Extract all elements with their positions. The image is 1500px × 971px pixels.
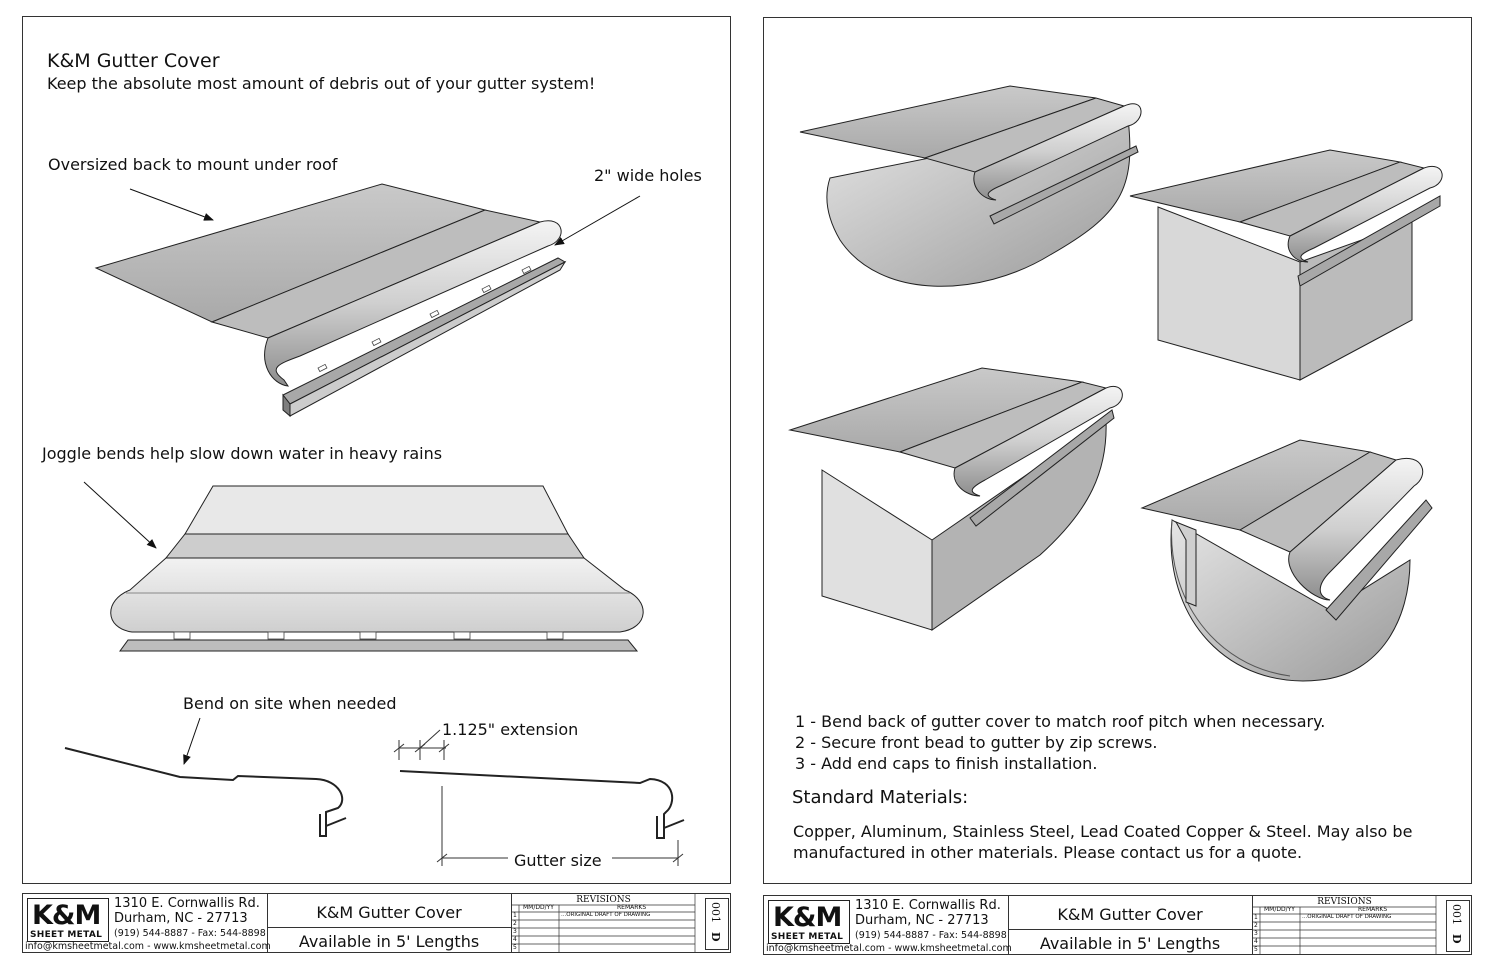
sheet-letter: D (1450, 934, 1463, 944)
revisions-table (511, 894, 696, 952)
company-address: 1310 E. Cornwallis Rd. Durham, NC - 2771… (114, 896, 266, 939)
sheet-number-box (1446, 900, 1470, 952)
revisions-col-remarks: REMARKS (617, 904, 647, 911)
materials-line-2: manufactured in other materials. Please … (793, 843, 1303, 862)
k-style-gutter-assembly (788, 367, 1123, 631)
sheet-number: 001 (709, 902, 722, 923)
gutter-cover-perspective (94, 183, 567, 418)
company-contact: info@kmsheetmetal.com - www.kmsheetmetal… (25, 941, 271, 952)
sheet-title: K&M Gutter Cover (47, 50, 220, 72)
drawing-subtitle: Available in 5' Lengths (1039, 934, 1221, 953)
title-block-right: K&M SHEET METAL 1310 E. Cornwallis Rd. D… (763, 895, 1472, 955)
company-logo: K&M SHEET METAL (27, 898, 109, 942)
install-step-1: 1 - Bend back of gutter cover to match r… (795, 712, 1326, 731)
sheet-subtitle: Keep the absolute most amount of debris … (47, 74, 596, 93)
sheet-letter: D (709, 932, 722, 942)
revisions-row-2: 2 (513, 920, 517, 927)
revisions-col-remarks: REMARKS (1358, 906, 1388, 913)
profile-extension (399, 770, 685, 839)
revisions-heading: REVISIONS (1317, 897, 1372, 907)
revisions-first-remark: ...ORIGINAL DRAFT OF DRAWING (1302, 914, 1392, 920)
revisions-row-1: 1 (513, 912, 517, 919)
revisions-row-3: 3 (513, 928, 517, 935)
profile-bend-on-site (64, 747, 347, 837)
callout-extension: 1.125" extension (442, 720, 579, 739)
callout-oversized-back: Oversized back to mount under roof (48, 155, 338, 174)
materials-heading: Standard Materials: (792, 787, 969, 808)
revisions-col-date: MM/DD/YY (523, 904, 554, 911)
sheet-number-box (705, 898, 729, 950)
sheet-number: 001 (1450, 904, 1463, 925)
company-contact: info@kmsheetmetal.com - www.kmsheetmetal… (766, 943, 1012, 954)
revisions-heading: REVISIONS (576, 895, 631, 905)
revisions-row-5: 5 (1254, 946, 1258, 953)
company-address: 1310 E. Cornwallis Rd. Durham, NC - 2771… (855, 898, 1007, 941)
revisions-row-5: 5 (513, 944, 517, 951)
left-drawing-sheet (22, 16, 731, 884)
callout-bend-on-site: Bend on site when needed (183, 694, 397, 713)
install-step-2: 2 - Secure front bead to gutter by zip s… (795, 733, 1158, 752)
install-step-3: 3 - Add end caps to finish installation. (795, 754, 1098, 773)
revisions-row-1: 1 (1254, 914, 1258, 921)
callout-gutter-size: Gutter size (514, 851, 602, 870)
drawing-title: K&M Gutter Cover (316, 903, 462, 922)
revisions-first-remark: ...ORIGINAL DRAFT OF DRAWING (561, 912, 651, 918)
drawing-subtitle: Available in 5' Lengths (298, 932, 480, 951)
revisions-row-2: 2 (1254, 922, 1258, 929)
dimension-lines (393, 729, 684, 866)
revisions-row-4: 4 (513, 936, 517, 943)
revisions-table (1252, 896, 1437, 954)
revisions-col-date: MM/DD/YY (1264, 906, 1295, 913)
half-round-gutter-assembly (799, 85, 1142, 287)
gutter-cover-front-view (110, 485, 644, 652)
materials-line-1: Copper, Aluminum, Stainless Steel, Lead … (793, 822, 1413, 841)
title-block-left: K&M SHEET METAL 1310 E. Cornwallis Rd. D… (22, 893, 731, 953)
revisions-row-4: 4 (1254, 938, 1258, 945)
callout-joggle-bends: Joggle bends help slow down water in hea… (42, 444, 443, 463)
callout-wide-holes: 2" wide holes (594, 166, 702, 185)
box-gutter-assembly (1129, 149, 1443, 381)
drawing-title: K&M Gutter Cover (1057, 905, 1203, 924)
company-logo: K&M SHEET METAL (768, 900, 850, 944)
revisions-row-3: 3 (1254, 930, 1258, 937)
half-round-endcap-assembly (1140, 439, 1433, 682)
